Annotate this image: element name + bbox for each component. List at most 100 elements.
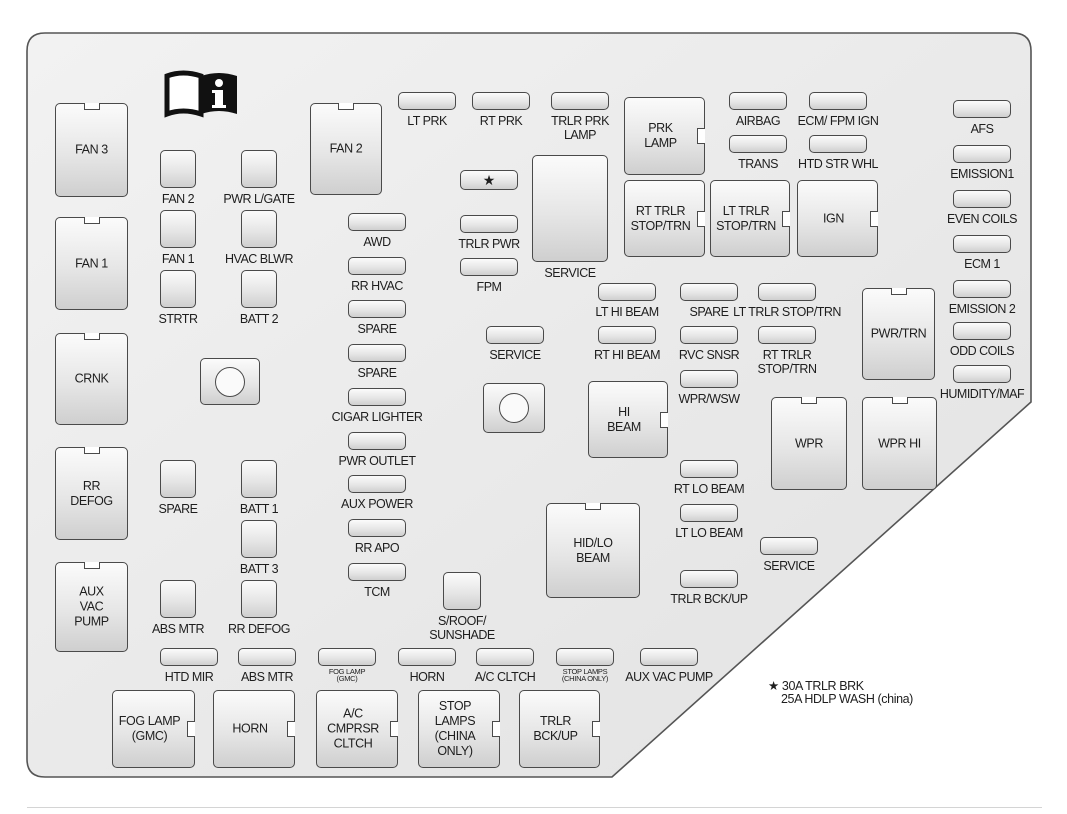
relay-fog-lamp-gmc[interactable]: FOG LAMP (GMC) [112, 690, 195, 768]
fuse-afs[interactable] [953, 100, 1011, 118]
relay-tab [83, 562, 100, 569]
component-label: TRLR PRK LAMP [551, 114, 609, 142]
relay-lt-trlr-stop-trn[interactable]: LT TRLR STOP/TRN [710, 180, 790, 257]
fuse-emission-2[interactable] [953, 280, 1011, 298]
fuse-even-coils[interactable] [953, 190, 1011, 208]
fuse-trans[interactable] [729, 135, 787, 153]
fuse-abs-mtr[interactable] [160, 580, 196, 618]
fuse-trlr-prk-lamp[interactable] [551, 92, 609, 110]
relay-pwr-trn[interactable]: PWR/TRN [862, 288, 935, 380]
fuse-fan-2[interactable] [160, 150, 196, 188]
ground-stud [200, 358, 260, 405]
relay-fan-2[interactable]: FAN 2 [310, 103, 382, 195]
relay-horn[interactable]: HORN [213, 690, 295, 768]
fuse-rr-defog[interactable] [241, 580, 277, 618]
stud-circle-icon [499, 393, 529, 423]
fuse-rt-lo-beam[interactable] [680, 460, 738, 478]
relay-stop-lamps-china[interactable]: STOP LAMPS (CHINA ONLY) [418, 690, 500, 768]
relay-crnk[interactable]: CRNK [55, 333, 128, 425]
component-label: TRANS [738, 157, 778, 171]
component-label: RT PRK [479, 114, 523, 128]
fuse-awd[interactable] [348, 213, 406, 231]
component-label: RT TRLR STOP/TRN [630, 203, 691, 233]
relay-tab [83, 447, 100, 454]
fuse-fpm[interactable] [460, 258, 518, 276]
fuse-batt-3[interactable] [241, 520, 277, 558]
fuse-horn[interactable] [398, 648, 456, 666]
relay-tab [891, 397, 908, 404]
fuse-lt-prk[interactable] [398, 92, 456, 110]
fuse-service[interactable] [486, 326, 544, 344]
relay-fan-1[interactable]: FAN 1 [55, 217, 128, 310]
fuse-cigar-lighter[interactable] [348, 388, 406, 406]
star-icon: ★ [768, 679, 779, 693]
fuse-fan-1[interactable] [160, 210, 196, 248]
component-label: AWD [363, 235, 391, 249]
component-label: RR DEFOG [228, 622, 290, 636]
component-label: TCM [364, 585, 390, 599]
fuse-trlr-bck-up[interactable] [680, 570, 738, 588]
fuse-rr-apo[interactable] [348, 519, 406, 537]
fuse-spare[interactable] [348, 344, 406, 362]
relay-prk-lamp[interactable]: PRK LAMP [624, 97, 705, 175]
component-label: AIRBAG [735, 114, 781, 128]
fuse-stop-lamps-china[interactable] [556, 648, 614, 666]
relay-trlr-bck-up[interactable]: TRLR BCK/UP [519, 690, 600, 768]
fuse-lt-trlr-stop-trn[interactable] [758, 283, 816, 301]
fuse-spare[interactable] [348, 300, 406, 318]
fuse-htd-mir[interactable] [160, 648, 218, 666]
fuse-spare[interactable] [160, 460, 196, 498]
relay-tab [697, 128, 705, 144]
relay-rt-trlr-stop-trn[interactable]: RT TRLR STOP/TRN [624, 180, 705, 257]
component-label: LT LO BEAM [675, 526, 743, 540]
fuse-strtr[interactable] [160, 270, 196, 308]
fuse-batt-2[interactable] [241, 270, 277, 308]
fuse-abs-mtr[interactable] [238, 648, 296, 666]
fuse-trlr-brk-hdlp-wash[interactable]: ★ [460, 170, 518, 190]
divider [27, 807, 1042, 808]
fuse-rr-hvac[interactable] [348, 257, 406, 275]
fuse-odd-coils[interactable] [953, 322, 1011, 340]
component-label: PWR/TRN [870, 326, 927, 341]
relay-tab [83, 103, 100, 110]
fuse-spare[interactable] [680, 283, 738, 301]
relay-tab [287, 721, 295, 737]
fuse-fog-lamp-gmc[interactable] [318, 648, 376, 666]
fuse-sroof-sunshade[interactable] [443, 572, 481, 610]
component-label: STOP LAMPS (CHINA ONLY) [434, 699, 476, 758]
fuse-lt-hi-beam[interactable] [598, 283, 656, 301]
relay-aux-vac-pump[interactable]: AUX VAC PUMP [55, 562, 128, 652]
fuse-airbag[interactable] [729, 92, 787, 110]
fuse-rt-hi-beam[interactable] [598, 326, 656, 344]
fuse-ecm-1[interactable] [953, 235, 1011, 253]
fuse-wpr-wsw[interactable] [680, 370, 738, 388]
fuse-rt-prk[interactable] [472, 92, 530, 110]
relay-ign[interactable]: IGN [797, 180, 878, 257]
fuse-ecm-fpm-ign[interactable] [809, 92, 867, 110]
fuse-ac-cltch[interactable] [476, 648, 534, 666]
fuse-rt-trlr-stop-trn[interactable] [758, 326, 816, 344]
fuse-rvc-snsr[interactable] [680, 326, 738, 344]
service-block[interactable] [532, 155, 608, 262]
fuse-aux-power[interactable] [348, 475, 406, 493]
relay-fan-3[interactable]: FAN 3 [55, 103, 128, 197]
fuse-lt-lo-beam[interactable] [680, 504, 738, 522]
fuse-trlr-pwr[interactable] [460, 215, 518, 233]
fuse-pwr-lgate[interactable] [241, 150, 277, 188]
relay-ac-cmprsr-cltch[interactable]: A/C CMPRSR CLTCH [316, 690, 398, 768]
relay-hid-lo-beam[interactable]: HID/LO BEAM [546, 503, 640, 598]
relay-wpr[interactable]: WPR [771, 397, 847, 490]
fuse-batt-1[interactable] [241, 460, 277, 498]
relay-hi-beam[interactable]: HI BEAM [588, 381, 668, 458]
fuse-emission1[interactable] [953, 145, 1011, 163]
fuse-tcm[interactable] [348, 563, 406, 581]
fuse-humidity-maf[interactable] [953, 365, 1011, 383]
fuse-pwr-outlet[interactable] [348, 432, 406, 450]
component-label: BATT 2 [239, 312, 279, 326]
fuse-hvac-blwr[interactable] [241, 210, 277, 248]
fuse-service[interactable] [760, 537, 818, 555]
relay-rr-defog[interactable]: RR DEFOG [55, 447, 128, 540]
fuse-aux-vac-pump[interactable] [640, 648, 698, 666]
fuse-htd-str-whl[interactable] [809, 135, 867, 153]
relay-wpr-hi[interactable]: WPR HI [862, 397, 937, 490]
